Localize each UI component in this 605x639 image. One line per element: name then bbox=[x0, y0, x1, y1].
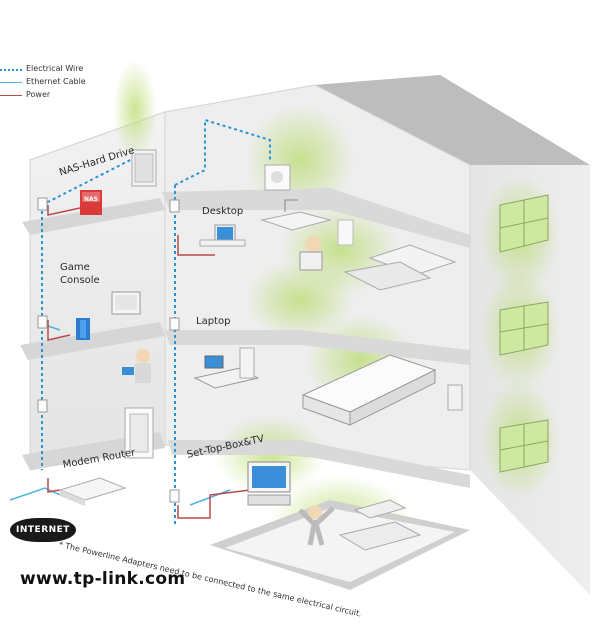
modem-router-room bbox=[58, 407, 154, 506]
game-console-room bbox=[76, 291, 151, 383]
electrical-wire bbox=[41, 118, 271, 525]
electrical-wire-swatch bbox=[0, 69, 22, 71]
label-game: Game bbox=[60, 262, 90, 273]
legend-label: Power bbox=[26, 90, 51, 99]
desktop-room bbox=[199, 164, 457, 291]
label-laptop: Laptop bbox=[196, 316, 231, 327]
power-cable bbox=[47, 205, 251, 519]
powerline-adapters bbox=[37, 197, 180, 503]
nas-box-label: NAS bbox=[84, 196, 98, 203]
settop-tv-room bbox=[247, 461, 422, 551]
nas-device bbox=[80, 149, 157, 215]
legend-power: Power bbox=[0, 90, 51, 99]
legend-label: Ethernet Cable bbox=[26, 77, 86, 86]
legend-ethernet-cable: Ethernet Cable bbox=[0, 77, 86, 86]
label-console: Console bbox=[60, 275, 100, 286]
laptop-room bbox=[193, 347, 463, 426]
internet-label: INTERNET bbox=[16, 525, 70, 535]
legend-electrical-wire: Electrical Wire bbox=[0, 64, 84, 73]
website-url: www.tp-link.com bbox=[20, 569, 186, 589]
internet-cloud: INTERNET bbox=[10, 518, 76, 542]
label-desktop: Desktop bbox=[202, 206, 244, 217]
windows bbox=[499, 194, 549, 473]
legend-label: Electrical Wire bbox=[26, 64, 84, 73]
power-swatch bbox=[0, 95, 22, 96]
ethernet-cable-swatch bbox=[0, 82, 22, 83]
